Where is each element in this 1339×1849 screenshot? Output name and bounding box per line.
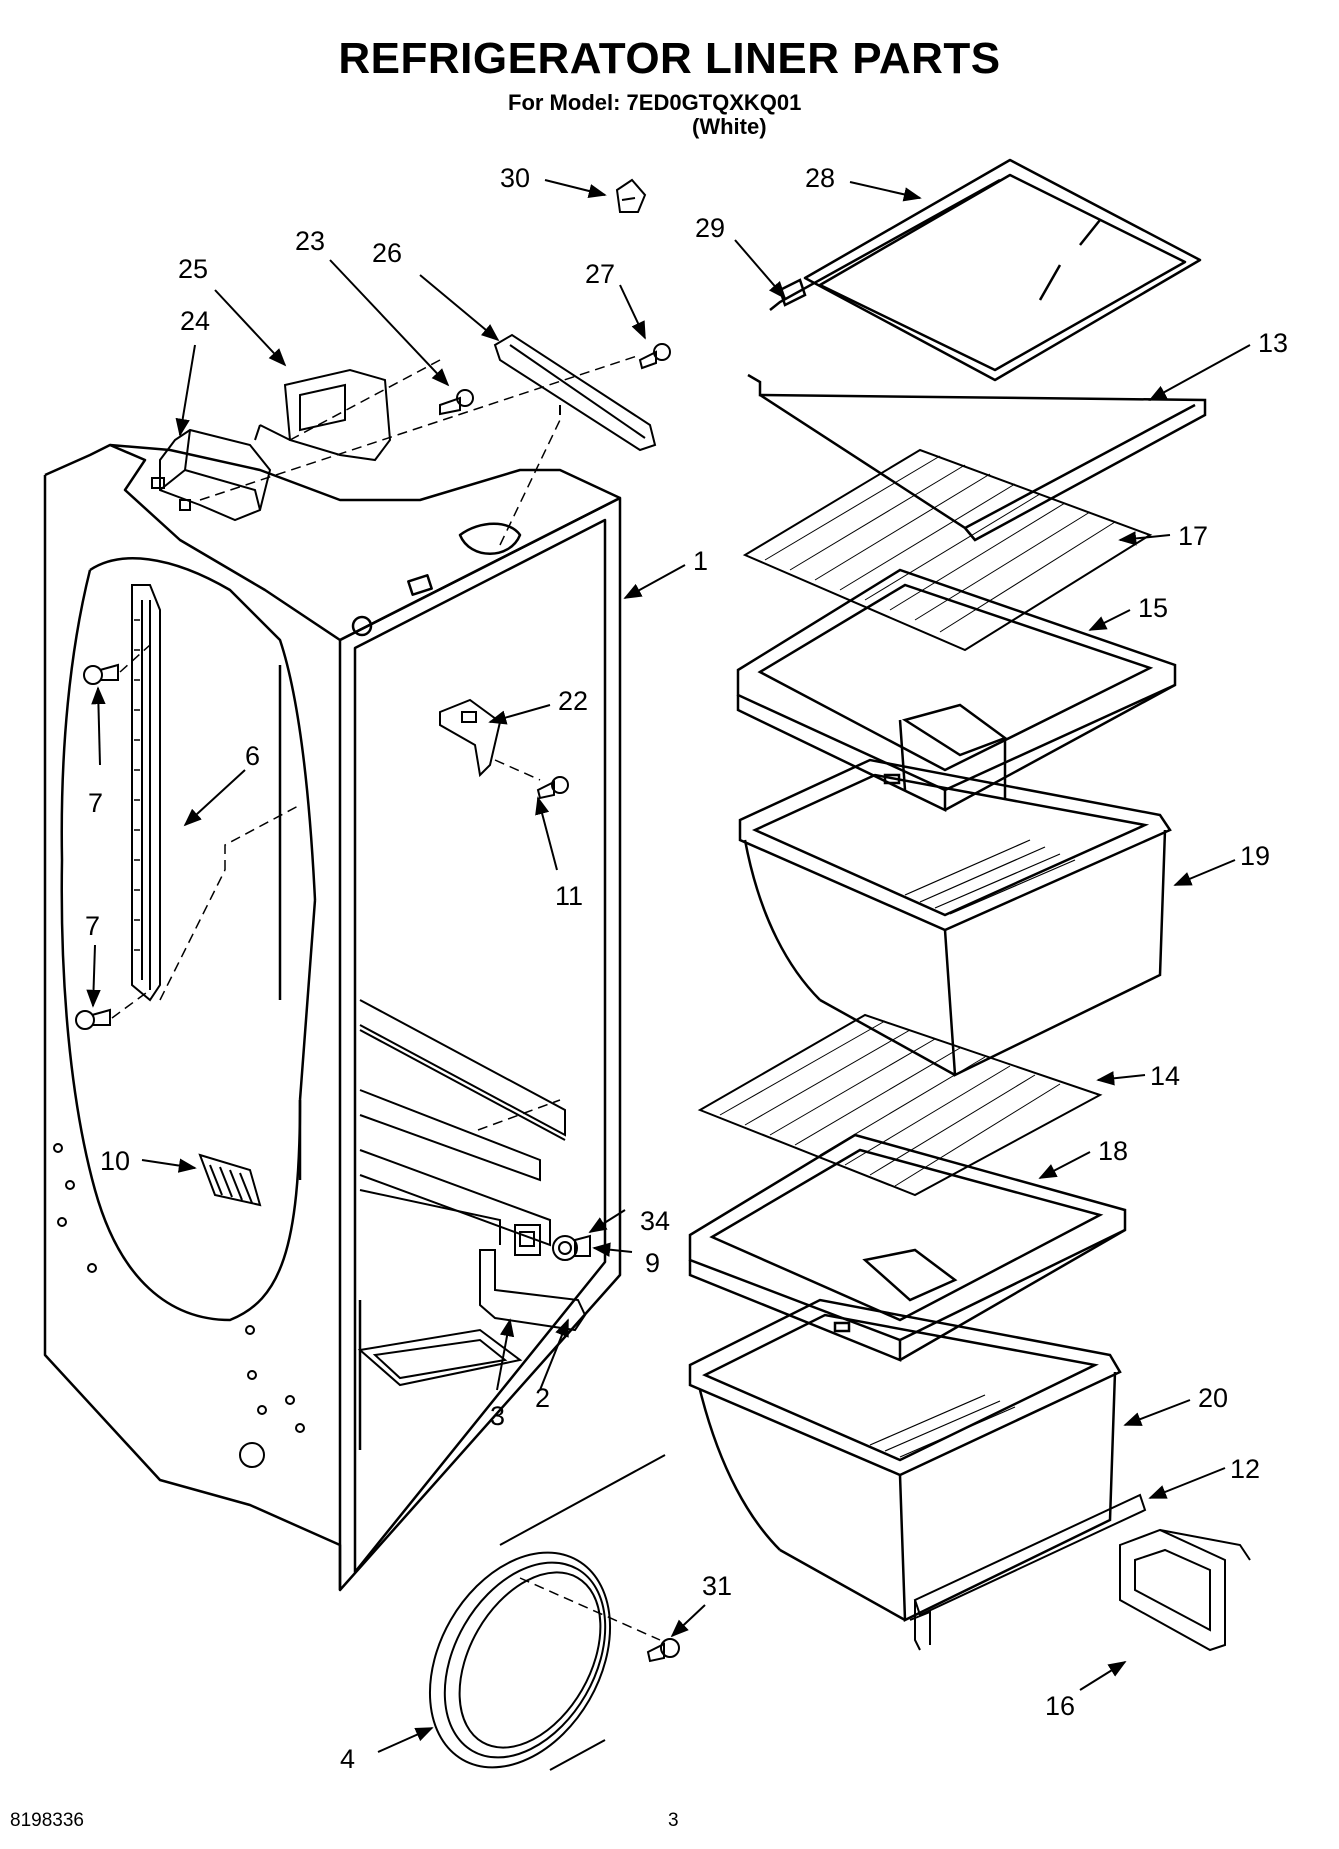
callout-15: 15 — [1138, 593, 1168, 623]
callout-labels: 30 28 29 23 26 27 25 24 13 17 1 15 22 6 … — [85, 163, 1288, 1774]
callout-11: 11 — [555, 881, 583, 911]
light-shield — [493, 333, 657, 452]
callout-6: 6 — [245, 741, 260, 771]
shelf-grid-17-lines — [764, 455, 1116, 633]
model-line: For Model: 7ED0GTQXKQ01 — [508, 90, 802, 115]
support-bars — [357, 999, 566, 1387]
screw-7-upper-icon — [83, 663, 119, 685]
crisper-frame-15 — [736, 568, 1177, 812]
shelf-grid-17 — [742, 448, 1153, 652]
callout-10: 10 — [100, 1146, 130, 1176]
callout-30: 30 — [500, 163, 530, 193]
bracket-22 — [439, 698, 502, 778]
dash-lines — [111, 354, 661, 1641]
cover-16 — [1119, 1528, 1251, 1652]
shelf-rail — [131, 584, 161, 1002]
callout-34: 34 — [640, 1206, 670, 1236]
screw-23-icon — [439, 389, 474, 416]
doc-number: 8198336 — [10, 1810, 84, 1831]
callout-28: 28 — [805, 163, 835, 193]
callout-arrows — [86, 179, 1251, 1753]
callout-18: 18 — [1098, 1136, 1128, 1166]
callout-25: 25 — [178, 254, 208, 284]
shelf-frame-13 — [747, 178, 1207, 542]
callout-4: 4 — [340, 1744, 355, 1774]
callout-29: 29 — [695, 213, 725, 243]
side-holes — [53, 1143, 305, 1468]
crisper-drawer-20 — [688, 1248, 1122, 1622]
liner-outline — [43, 443, 622, 1592]
screw-27-icon — [638, 343, 671, 370]
screw-11-icon — [536, 776, 569, 800]
callout-14: 14 — [1150, 1061, 1180, 1091]
control-housing — [151, 428, 272, 522]
lamp-bracket — [479, 1224, 587, 1332]
callout-23: 23 — [295, 226, 325, 256]
trim-strip-12 — [909, 1493, 1147, 1651]
screw-31-icon — [646, 1638, 680, 1663]
callout-20: 20 — [1198, 1383, 1228, 1413]
lamp-socket-icon — [552, 1234, 591, 1261]
callout-17: 17 — [1178, 521, 1208, 551]
screw-7-lower-icon — [75, 1008, 111, 1030]
clip-30-icon — [615, 178, 647, 213]
callout-7-lower: 7 — [85, 911, 100, 941]
callout-7-upper: 7 — [88, 788, 103, 818]
callout-2: 2 — [535, 1383, 550, 1413]
page-title: REFRIGERATOR LINER PARTS — [338, 34, 1001, 83]
crisper-frame-18 — [688, 1133, 1127, 1362]
callout-27: 27 — [585, 259, 615, 289]
callout-24: 24 — [180, 306, 210, 336]
callout-1: 1 — [693, 546, 708, 576]
callout-26: 26 — [372, 238, 402, 268]
glass-shelf-28 — [803, 158, 1202, 382]
rail-slots — [134, 619, 140, 951]
air-grille — [198, 1153, 262, 1207]
callout-9: 9 — [645, 1248, 660, 1278]
callout-12: 12 — [1230, 1454, 1260, 1484]
page-number: 3 — [668, 1810, 679, 1831]
callout-16: 16 — [1045, 1691, 1075, 1721]
shelf-grid-14-lines — [719, 1020, 1061, 1187]
crisper-drawer-19 — [738, 703, 1172, 1077]
callout-19: 19 — [1240, 841, 1270, 871]
crisper-drawer-19-ribs — [904, 839, 1076, 915]
shelf-grid-14 — [697, 1013, 1103, 1197]
callout-13: 13 — [1258, 328, 1288, 358]
color-line: (White) — [692, 114, 767, 139]
callout-3: 3 — [490, 1401, 505, 1431]
callout-31: 31 — [702, 1571, 732, 1601]
control-bracket — [254, 368, 392, 462]
crisper-drawer-20-ribs — [869, 1394, 1016, 1458]
water-tubing — [428, 1454, 666, 1771]
callout-22: 22 — [558, 686, 588, 716]
